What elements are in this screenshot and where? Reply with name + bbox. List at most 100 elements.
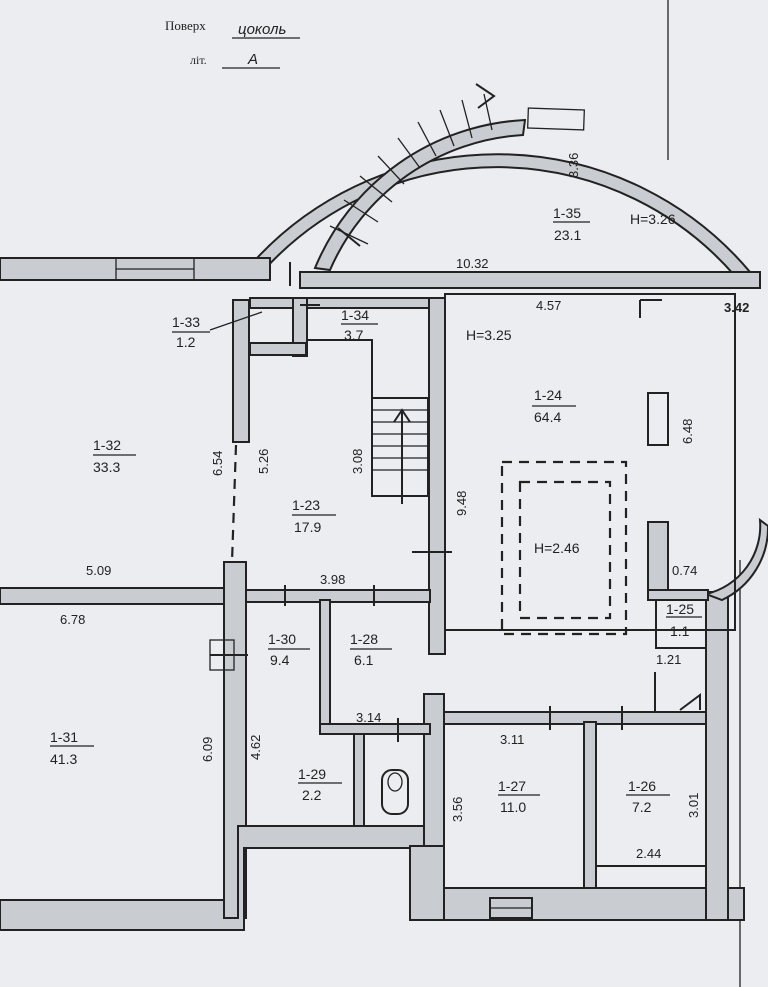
room-area: 11.0 <box>500 799 526 815</box>
dim-3-01: 3.01 <box>686 793 701 818</box>
ceiling-heights: H=3.26 H=3.25 H=2.46 <box>466 211 676 556</box>
wall-1-23-south <box>243 589 431 603</box>
room-id: 1-29 <box>298 766 326 782</box>
room-area: 41.3 <box>50 751 77 767</box>
dim-3-08: 3.08 <box>350 449 365 474</box>
dim-5-26: 5.26 <box>256 449 271 474</box>
dim-3-11: 3.11 <box>500 732 524 747</box>
room-id: 1-27 <box>498 778 526 794</box>
height-1-35: H=3.26 <box>630 211 676 227</box>
height-1-24: H=3.25 <box>466 327 512 343</box>
room-id: 1-32 <box>93 437 121 453</box>
tick <box>337 227 361 247</box>
room-id: 1-30 <box>268 631 296 647</box>
room-id: 1-25 <box>666 601 694 617</box>
room-1-35: 1-35 23.1 <box>553 205 581 243</box>
leader-1-33 <box>209 311 263 331</box>
room-id: 1-31 <box>50 729 78 745</box>
dashed-inner-rect <box>518 480 612 620</box>
stair-1-23 <box>371 397 429 497</box>
room-id: 1-24 <box>534 387 562 403</box>
wall-1-33-south <box>249 342 307 356</box>
room-labels: 1-35 23.1 1-34 3.7 1-33 1.2 1-32 33.3 1-… <box>50 205 694 815</box>
room-area: 3.7 <box>344 327 364 343</box>
room-1-24-outline <box>444 293 736 631</box>
room-1-27: 1-27 11.0 <box>498 778 526 815</box>
wall-1-23-west-upper <box>232 299 250 443</box>
wall-1-27-1-26 <box>583 721 597 891</box>
dim-3-14: 3.14 <box>356 710 381 725</box>
toilet-icon <box>381 769 409 815</box>
dim-1-21: 1.21 <box>656 652 681 667</box>
room-id: 1-26 <box>628 778 656 794</box>
dim-10-32: 10.32 <box>456 256 489 271</box>
room-1-26: 1-26 7.2 <box>628 778 656 815</box>
room-1-33: 1-33 1.2 <box>172 314 200 350</box>
wall-1-29-west <box>353 729 365 827</box>
tread <box>417 121 437 157</box>
dim-4-62: 4.62 <box>248 735 263 760</box>
dim-3-98: 3.98 <box>320 572 345 587</box>
dim-4-57: 4.57 <box>536 298 561 313</box>
wall-1-30-1-28 <box>319 599 331 733</box>
room-area: 7.2 <box>632 799 652 815</box>
room-1-25: 1-25 1.1 <box>666 601 694 639</box>
dim-9-48: 9.48 <box>454 491 469 516</box>
header-lit-value: А <box>247 51 258 68</box>
wall-1-29-north <box>319 723 431 735</box>
room-area: 17.9 <box>294 519 321 535</box>
walls <box>0 118 768 931</box>
door-ticks <box>210 227 623 742</box>
window-1-35 <box>526 107 586 131</box>
room-1-24: 1-24 64.4 <box>534 387 562 425</box>
header: Поверх цоколь літ. А <box>165 18 300 69</box>
south-wall-left <box>0 825 425 931</box>
tread <box>359 175 393 203</box>
room-1-31: 1-31 41.3 <box>50 729 78 767</box>
wall-1-27-1-26-north <box>443 711 711 725</box>
room-1-34-outline <box>306 339 373 398</box>
south-wall-right <box>443 887 745 921</box>
curved-inner-wall <box>313 118 527 272</box>
header-floor-label: Поверх <box>165 18 206 33</box>
room-id: 1-35 <box>553 205 581 221</box>
room-id: 1-28 <box>350 631 378 647</box>
room-1-25-outline <box>655 599 707 649</box>
curved-stair-arrow-icon <box>475 83 496 109</box>
label-underlines <box>50 221 702 796</box>
room-id: 1-33 <box>172 314 200 330</box>
dim-6-48: 6.48 <box>680 419 695 444</box>
room-area: 9.4 <box>270 652 290 668</box>
room-1-30: 1-30 9.4 <box>268 631 296 668</box>
column-6-48 <box>647 392 669 446</box>
dim-5-09: 5.09 <box>86 563 111 578</box>
height-inner: H=2.46 <box>534 540 580 556</box>
toilet-bowl-icon <box>387 772 403 792</box>
wall-1-23-1-24 <box>428 297 446 655</box>
tread <box>439 109 455 147</box>
tread <box>377 155 405 185</box>
triangle-mark <box>679 693 701 711</box>
wall-1-32-south <box>0 587 231 605</box>
dashed-partition <box>230 444 238 563</box>
tread <box>343 199 379 223</box>
dim-3-36: 3.36 <box>566 153 581 178</box>
dashed-outer-rect <box>500 460 628 636</box>
room-id: 1-34 <box>341 307 369 323</box>
room-1-29: 1-29 2.2 <box>298 766 326 803</box>
room-area: 2.2 <box>302 787 322 803</box>
header-lit-label: літ. <box>190 53 207 67</box>
room-outlines <box>50 83 736 919</box>
stair-arrowhead-icon <box>393 408 411 423</box>
east-bay-wall <box>702 517 768 602</box>
room-area: 33.3 <box>93 459 120 475</box>
room-1-32: 1-32 33.3 <box>93 437 121 475</box>
wall-1-25-north <box>647 589 709 601</box>
room-id: 1-23 <box>292 497 320 513</box>
dim-3-42: 3.42 <box>724 300 749 315</box>
curved-stair <box>329 83 496 245</box>
room-1-28: 1-28 6.1 <box>350 631 378 668</box>
tread <box>329 225 369 245</box>
dim-6-78: 6.78 <box>60 612 85 627</box>
